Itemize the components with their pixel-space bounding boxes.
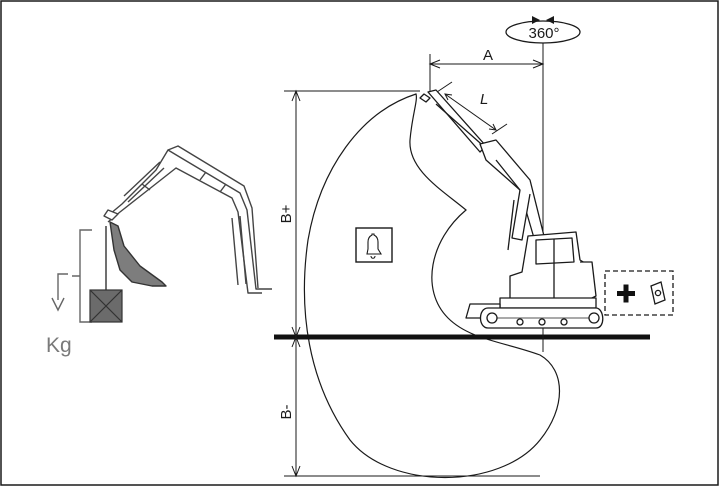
dimension-a-label: A — [483, 47, 493, 64]
plus-icon — [617, 284, 635, 303]
dimension-b-minus-label: B- — [278, 404, 295, 419]
weight-unit-label: Kg — [46, 334, 72, 357]
dimension-b-plus-label: B+ — [278, 204, 295, 223]
load-indicator — [51, 229, 123, 323]
bucket-lift-illustration — [103, 145, 272, 294]
excavator-illustration — [419, 89, 604, 329]
switch-icon — [650, 281, 666, 305]
option-box — [604, 270, 674, 316]
bell-icon — [355, 227, 393, 263]
rotation-arrows-icon — [505, 16, 581, 44]
rotation-label: 360° — [528, 25, 559, 42]
arm-length-dimension — [436, 81, 508, 135]
height-dimension — [284, 89, 540, 478]
dimension-l-label: L — [480, 91, 488, 108]
working-range-envelope — [303, 93, 560, 479]
